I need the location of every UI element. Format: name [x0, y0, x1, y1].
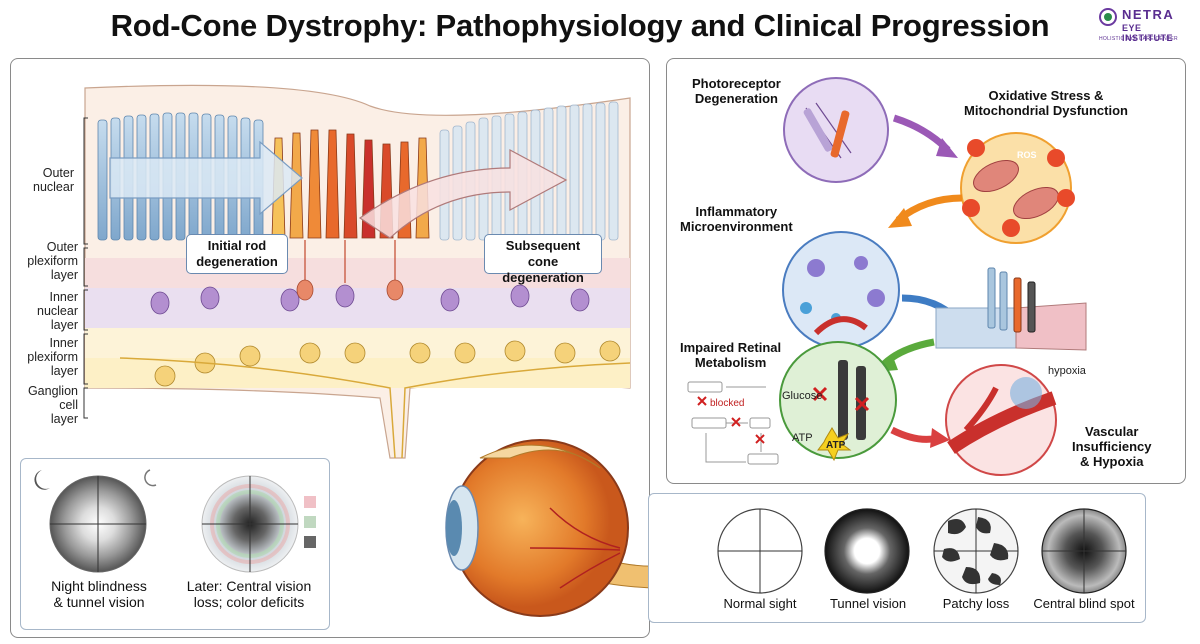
logo-subtitle: EYE INSTITUTE	[1122, 23, 1173, 43]
label-line: Inner	[49, 290, 79, 304]
label-outer-plexiform: Outer plexiform layer	[16, 240, 78, 282]
stage-photoreceptor: Photoreceptor Degeneration	[692, 76, 781, 106]
page-title: Rod-Cone Dystrophy: Pathophysiology and …	[110, 8, 1050, 43]
label-line: Outer	[46, 240, 78, 254]
label-inner-plexiform: Inner plexiform layer	[16, 336, 78, 378]
callout-line: degeneration	[502, 270, 584, 285]
stage-vascular: Vascular Insufficiency & Hypoxia	[1072, 424, 1151, 469]
stage-line: Impaired Retinal	[680, 340, 782, 355]
label-line: Ganglion	[27, 384, 78, 398]
caption-line: Night blindness	[51, 578, 147, 594]
atp-label: ATP	[792, 432, 813, 444]
callout-line: Initial rod	[207, 238, 267, 253]
eye-logo-icon	[1099, 8, 1117, 26]
label-line: nuclear	[37, 304, 78, 318]
label-line: Outer	[42, 166, 74, 180]
tunnel-vision-disc	[824, 508, 910, 594]
caption-line: loss; color deficits	[193, 594, 305, 610]
stage-line: Degeneration	[694, 91, 778, 106]
vision-label-tunnel: Tunnel vision	[829, 596, 907, 611]
label-line: layer	[50, 268, 78, 282]
label-line: plexiform	[27, 254, 78, 268]
stage-inflammatory: Inflammatory Microenvironment	[680, 204, 793, 234]
caption-central-loss: Later: Central vision loss; color defici…	[176, 578, 322, 610]
callout-line: degeneration	[196, 254, 278, 269]
stage-line: Inflammatory	[695, 204, 778, 219]
symptom-visuals	[34, 469, 316, 573]
label-inner-nuclear: Inner nuclear layer	[20, 290, 78, 332]
label-line: Inner	[49, 336, 79, 350]
label-line: nuclear	[33, 180, 74, 194]
caption-line: & tunnel vision	[53, 594, 145, 610]
callout-rod-degeneration: Initial rod degeneration	[186, 234, 288, 274]
caption-night-blindness: Night blindness & tunnel vision	[40, 578, 158, 610]
stage-line: Mitochondrial Dysfunction	[964, 103, 1128, 118]
label-line: layer	[50, 318, 78, 332]
stage-line: Insufficiency	[1072, 439, 1152, 454]
stage-line: Photoreceptor	[692, 76, 781, 91]
moon-icon	[34, 470, 50, 490]
glucose-label: Glucose	[782, 390, 823, 402]
stage-line: Microenvironment	[680, 219, 793, 234]
hypoxia-label: hypoxia	[1048, 365, 1086, 377]
vision-label-patchy: Patchy loss	[942, 596, 1010, 611]
stage-oxidative: Oxidative Stress & Mitochondrial Dysfunc…	[956, 88, 1136, 118]
vision-examples	[717, 508, 1127, 594]
logo-tagline: HOLISTIC EYE CARE CENTER	[1099, 36, 1178, 42]
logo: NETRA EYE INSTITUTE HOLISTIC EYE CARE CE…	[1097, 5, 1193, 47]
atp-burst-label: ATP	[826, 440, 846, 451]
stage-line: & Hypoxia	[1079, 454, 1144, 469]
callout-cone-degeneration: Subsequent cone degeneration	[484, 234, 602, 285]
logo-name: NETRA	[1122, 7, 1175, 22]
label-line: layer	[50, 364, 78, 378]
vision-label-normal: Normal sight	[723, 596, 797, 611]
stage-line: Metabolism	[694, 355, 767, 370]
blocked-label: blocked	[710, 398, 745, 409]
stage-line: Oxidative Stress &	[988, 88, 1104, 103]
stage-metabolism: Impaired Retinal Metabolism	[680, 340, 781, 370]
callout-line: Subsequent cone	[505, 238, 581, 269]
eyeball-illustration	[445, 439, 660, 617]
label-ganglion: Ganglion cell layer	[20, 384, 78, 426]
label-line: cell	[59, 398, 78, 412]
mechanism-diagram	[687, 77, 1087, 476]
caption-line: Later: Central vision	[186, 578, 312, 594]
stage-line: Vascular	[1084, 424, 1139, 439]
label-line: plexiform	[27, 350, 78, 364]
vision-label-central: Central blind spot	[1033, 596, 1135, 611]
label-outer-nuclear: Outer nuclear	[20, 166, 74, 194]
label-line: layer	[50, 412, 78, 426]
ros-label: ROS	[1017, 150, 1037, 160]
